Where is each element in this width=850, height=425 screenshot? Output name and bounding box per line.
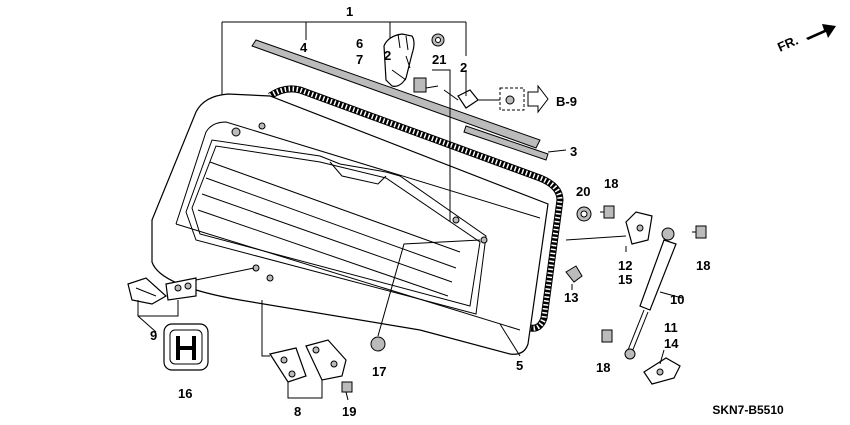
callout-18c: 18 [596,360,610,375]
gas-strut [624,227,683,360]
callout-17: 17 [372,364,386,379]
callout-14: 14 [664,336,679,351]
callout-3: 3 [570,144,577,159]
tailgate-hinges [261,300,347,399]
callout-8: 8 [294,404,301,419]
stay-bracket [565,211,653,245]
clip-13 [565,265,583,283]
clip-2b [443,89,479,109]
opener-switch [127,267,255,317]
callout-18b: 18 [696,258,710,273]
callout-13: 13 [564,290,578,305]
hinge-cover [383,33,415,87]
b9-reference: B-9 [478,84,577,114]
callout-labels: 1 2 2 3 4 5 6 7 8 9 10 11 12 13 14 15 16… [150,4,710,419]
callout-21: 21 [432,52,446,67]
bolt-18-lower [601,329,613,343]
cap-17 [370,239,481,352]
callout-20: 20 [576,184,590,199]
nut-21 [431,33,445,47]
rear-glass-panel [151,93,549,355]
ref-label: B-9 [556,94,577,109]
callout-2b: 2 [460,60,467,75]
window-seal [268,85,564,332]
brand-emblem [163,323,209,371]
bolt-19 [341,381,353,393]
callout-9: 9 [150,328,157,343]
callout-4: 4 [300,40,308,55]
callout-5: 5 [516,358,523,373]
callout-16: 16 [178,386,192,401]
diagram-code: SKN7-B5510 [712,403,784,417]
callout-18a: 18 [604,176,618,191]
callout-1: 1 [346,4,353,19]
leader-1 [221,21,467,108]
callout-2a: 2 [384,48,391,63]
bolt-18-right [692,225,707,239]
callout-10: 10 [670,292,684,307]
upper-molding [251,39,541,149]
bolt-18-top [600,205,615,219]
clip-2a [413,77,439,93]
label-leaders [137,55,665,401]
callout-19: 19 [342,404,356,419]
grommet-20 [576,206,592,222]
side-molding [463,125,567,161]
direction-label: FR. [775,33,800,55]
lower-stay-bracket [643,357,681,385]
callout-12: 12 [618,258,632,273]
callout-11: 11 [664,320,678,335]
callout-15: 15 [618,272,632,287]
callout-6: 6 [356,36,363,51]
front-direction-indicator: FR. [775,24,836,55]
callout-7: 7 [356,52,363,67]
